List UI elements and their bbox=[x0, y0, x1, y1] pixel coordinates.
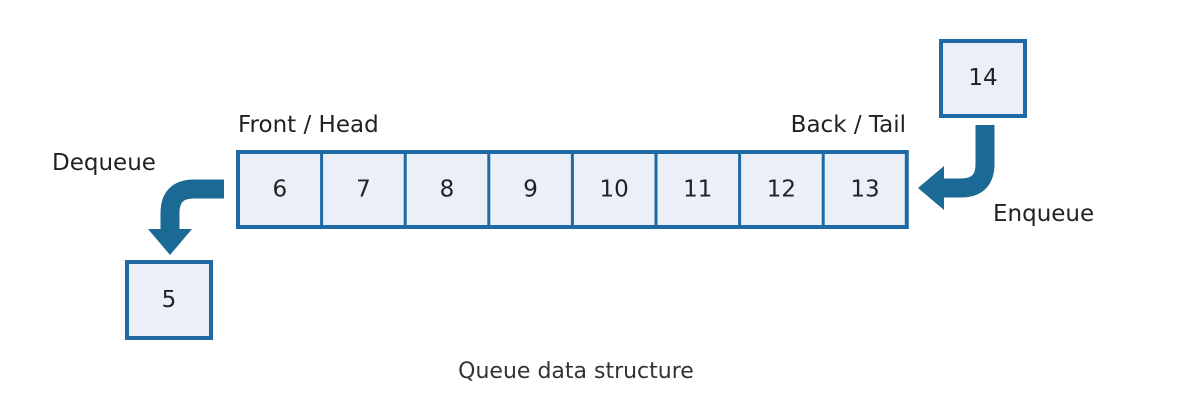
queue-cell-value: 12 bbox=[767, 177, 796, 203]
queue-cell-value: 9 bbox=[523, 177, 538, 203]
queue-body: 6 7 8 9 10 11 12 13 bbox=[236, 150, 909, 229]
enqueue-arrow bbox=[918, 125, 995, 210]
queue-cell-value: 10 bbox=[600, 177, 629, 203]
queue-cell-value: 8 bbox=[440, 177, 455, 203]
enqueued-item-value: 14 bbox=[968, 65, 997, 91]
dequeue-label: Dequeue bbox=[52, 150, 156, 176]
diagram-caption: Queue data structure bbox=[458, 359, 694, 384]
enqueue-label: Enqueue bbox=[993, 201, 1094, 227]
dequeue-arrow bbox=[148, 179, 224, 255]
queue-cell-value: 6 bbox=[272, 177, 287, 203]
queue-cell-value: 13 bbox=[850, 177, 879, 203]
dequeued-item-box: 5 bbox=[125, 260, 213, 340]
dequeued-item-value: 5 bbox=[162, 287, 177, 313]
front-head-label: Front / Head bbox=[238, 112, 379, 138]
queue-cell-value: 11 bbox=[683, 177, 712, 203]
queue-cell-value: 7 bbox=[356, 177, 371, 203]
enqueued-item-box: 14 bbox=[939, 39, 1027, 118]
back-tail-label: Back / Tail bbox=[791, 112, 906, 138]
